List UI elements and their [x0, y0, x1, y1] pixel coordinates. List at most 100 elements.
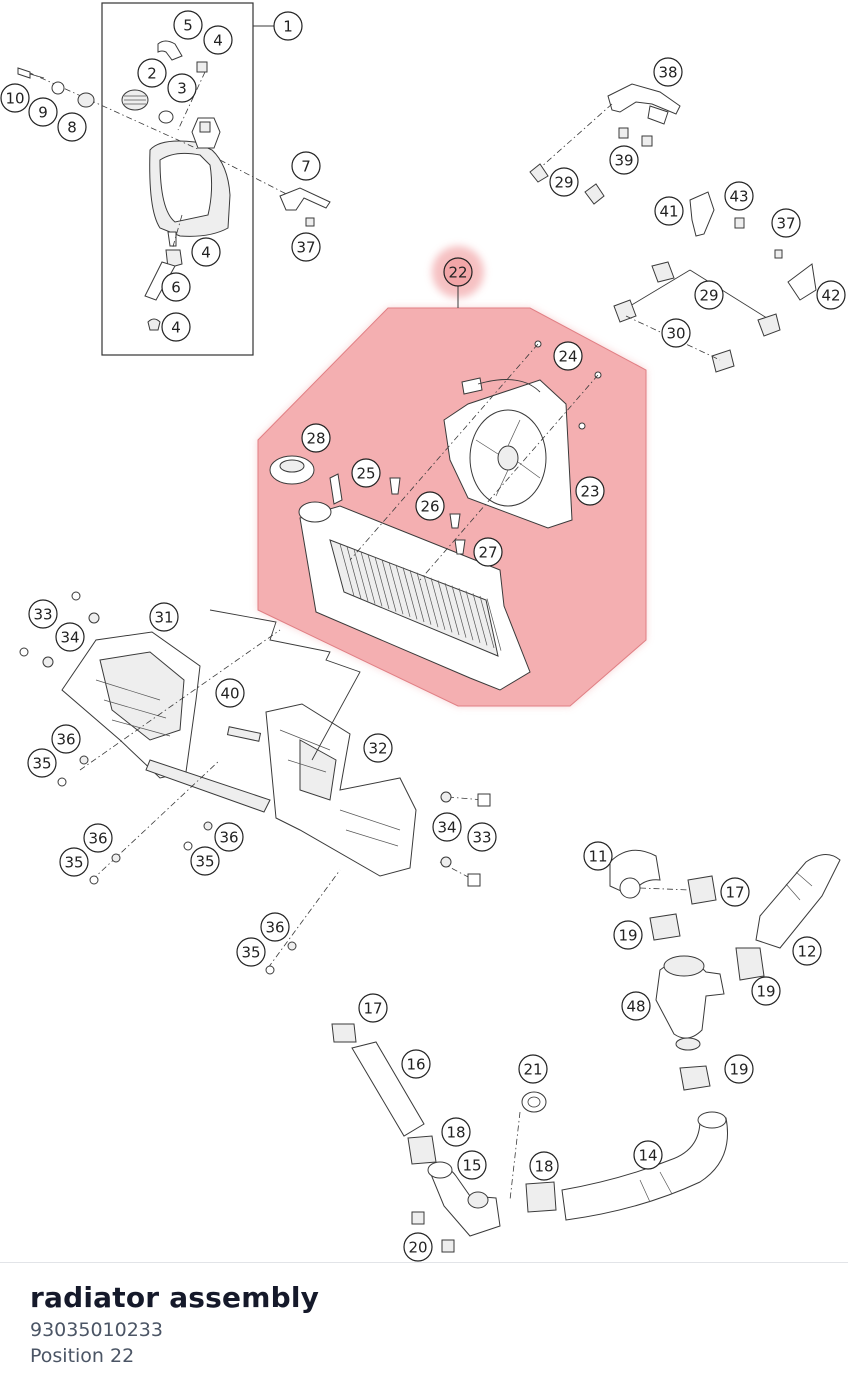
callout-label: 17	[363, 1000, 382, 1018]
callout-43[interactable]: 43	[724, 181, 754, 211]
callout-15[interactable]: 15	[457, 1150, 487, 1180]
callout-circle	[792, 936, 822, 966]
callout-label: 36	[88, 830, 107, 848]
callout-label: 4	[201, 244, 211, 262]
callout-30[interactable]: 30	[661, 318, 691, 348]
callout-25[interactable]: 25	[351, 458, 381, 488]
callout-5[interactable]: 5	[173, 10, 203, 40]
callout-4b[interactable]: 4	[191, 237, 221, 267]
callout-12[interactable]: 12	[792, 936, 822, 966]
callout-label: 27	[478, 544, 497, 562]
callout-34a[interactable]: 34	[55, 622, 85, 652]
callout-33b[interactable]: 33	[467, 822, 497, 852]
callout-label: 17	[725, 884, 744, 902]
callout-19a[interactable]: 19	[613, 920, 643, 950]
callout-circle	[173, 10, 203, 40]
callout-4a[interactable]: 4	[203, 25, 233, 55]
callout-8[interactable]: 8	[57, 112, 87, 142]
callout-21[interactable]: 21	[518, 1054, 548, 1084]
callout-4c[interactable]: 4	[161, 312, 191, 342]
callout-35b[interactable]: 35	[59, 847, 89, 877]
callout-19b[interactable]: 19	[751, 976, 781, 1006]
callout-circle	[51, 724, 81, 754]
callout-36c[interactable]: 36	[214, 822, 244, 852]
callout-label: 15	[462, 1157, 481, 1175]
callout-label: 19	[756, 983, 775, 1001]
callout-label: 36	[265, 919, 284, 937]
callout-10[interactable]: 10	[0, 83, 30, 113]
callout-42[interactable]: 42	[816, 280, 846, 310]
callout-36a[interactable]: 36	[51, 724, 81, 754]
callout-39[interactable]: 39	[609, 145, 639, 175]
callout-circle	[28, 97, 58, 127]
callout-7[interactable]: 7	[291, 151, 321, 181]
callout-circle	[621, 991, 651, 1021]
callout-29b[interactable]: 29	[694, 280, 724, 310]
radiator-fin	[402, 567, 418, 620]
callout-24[interactable]: 24	[553, 341, 583, 371]
callout-20[interactable]: 20	[403, 1232, 433, 1262]
callout-35a[interactable]: 35	[27, 748, 57, 778]
callout-40[interactable]: 40	[215, 678, 245, 708]
callout-3[interactable]: 3	[167, 73, 197, 103]
callout-17a[interactable]: 17	[720, 877, 750, 907]
callout-38[interactable]: 38	[653, 57, 683, 87]
selected-part-info-panel: radiator assembly 93035010233 Position 2…	[0, 1262, 848, 1391]
part-position: Position 22	[30, 1345, 135, 1367]
callout-31[interactable]: 31	[149, 602, 179, 632]
callout-41[interactable]: 41	[654, 196, 684, 226]
callout-27[interactable]: 27	[473, 537, 503, 567]
callout-35d[interactable]: 35	[236, 937, 266, 967]
callout-19c[interactable]: 19	[724, 1054, 754, 1084]
callout-circle	[613, 920, 643, 950]
callout-label: 32	[368, 740, 387, 758]
callout-48[interactable]: 48	[621, 991, 651, 1021]
callout-circle	[633, 1140, 663, 1170]
radiator-fin	[339, 543, 355, 597]
callout-6[interactable]: 6	[161, 272, 191, 302]
callout-33a[interactable]: 33	[28, 599, 58, 629]
radiator-fin	[444, 582, 460, 636]
callout-circle	[27, 748, 57, 778]
callout-circle	[529, 1151, 559, 1181]
callout-circle	[161, 312, 191, 342]
callout-circle	[473, 537, 503, 567]
callout-36d[interactable]: 36	[260, 912, 290, 942]
callout-14[interactable]: 14	[633, 1140, 663, 1170]
callout-29a[interactable]: 29	[549, 167, 579, 197]
diagram-canvas: 1542310987374643829394341372942302224282…	[0, 2, 846, 1262]
callout-label: 35	[64, 854, 83, 872]
callout-34b[interactable]: 34	[432, 812, 462, 842]
callout-18b[interactable]: 18	[529, 1151, 559, 1181]
callout-36b[interactable]: 36	[83, 823, 113, 853]
callout-23[interactable]: 23	[575, 476, 605, 506]
callout-26[interactable]: 26	[415, 491, 445, 521]
callout-label: 33	[33, 606, 52, 624]
callout-label: 1	[283, 18, 293, 36]
callout-circle	[518, 1054, 548, 1084]
callout-17b[interactable]: 17	[358, 993, 388, 1023]
radiator-fin	[486, 598, 502, 651]
callout-37a[interactable]: 37	[291, 232, 321, 262]
radiator-fin	[465, 590, 481, 643]
callout-label: 28	[306, 430, 325, 448]
callout-circle	[55, 622, 85, 652]
callout-circle	[214, 822, 244, 852]
callout-18a[interactable]: 18	[441, 1117, 471, 1147]
callout-28[interactable]: 28	[301, 423, 331, 453]
callout-22[interactable]: 22	[443, 257, 473, 287]
callout-label: 38	[658, 64, 677, 82]
callout-1[interactable]: 1	[273, 11, 303, 41]
callout-32[interactable]: 32	[363, 733, 393, 763]
callout-circle	[583, 841, 613, 871]
callout-2[interactable]: 2	[137, 58, 167, 88]
callout-37b[interactable]: 37	[771, 208, 801, 238]
callout-circle	[432, 812, 462, 842]
callout-label: 25	[356, 465, 375, 483]
callout-35c[interactable]: 35	[190, 846, 220, 876]
callout-label: 35	[195, 853, 214, 871]
callout-circle	[59, 847, 89, 877]
callout-16[interactable]: 16	[401, 1049, 431, 1079]
callout-11[interactable]: 11	[583, 841, 613, 871]
callout-9[interactable]: 9	[28, 97, 58, 127]
